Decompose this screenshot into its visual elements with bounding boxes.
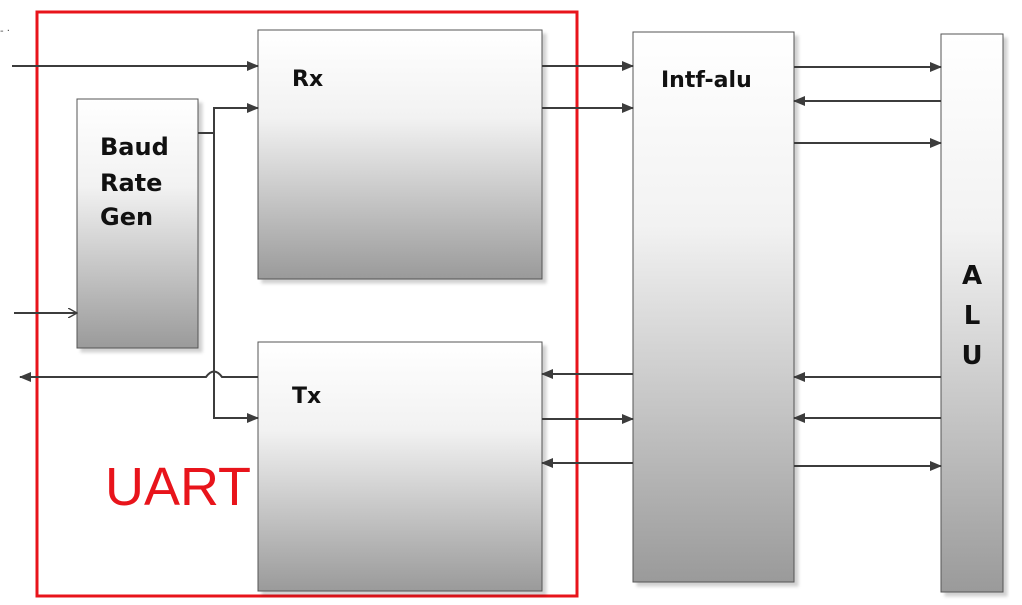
intf-alu-block: Intf-alu	[632, 31, 795, 583]
alu-letter-l: L	[964, 301, 981, 331]
alu-letter-a: A	[962, 261, 982, 291]
wire-tx-to-ext	[19, 370, 258, 382]
tx-label: Tx	[292, 384, 321, 409]
uart-label: UART	[105, 457, 251, 517]
rx-block: Rx	[257, 29, 543, 280]
baud-rate-gen-block: Baud Rate Gen	[76, 98, 199, 349]
baud-label-line2: Rate	[100, 169, 162, 197]
wire-baud-to-rx	[198, 103, 259, 134]
corner-mark: - ·	[0, 26, 10, 37]
alu-block: A L U	[940, 33, 1004, 593]
baud-label-line3: Gen	[100, 203, 153, 231]
tx-block: Tx	[257, 341, 543, 592]
uart-boundary	[35, 10, 579, 598]
baud-label-line1: Baud	[100, 133, 169, 161]
wire-baud-to-tx	[213, 133, 259, 423]
alu-letter-u: U	[961, 341, 982, 371]
intf-alu-label: Intf-alu	[661, 68, 752, 93]
rx-label: Rx	[292, 67, 323, 92]
